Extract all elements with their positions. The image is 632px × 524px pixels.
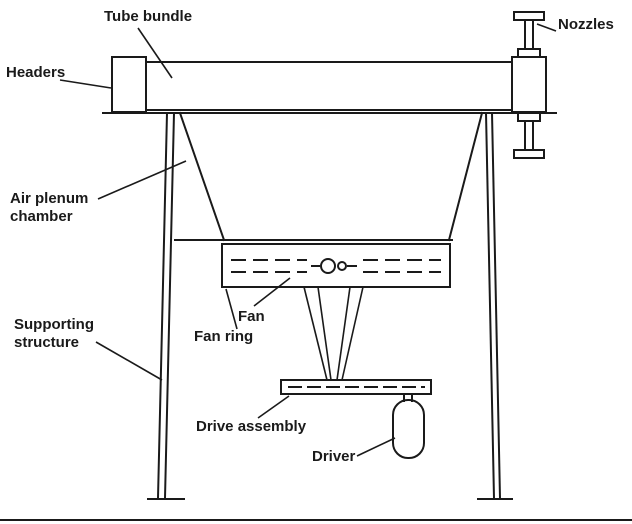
leader-lines	[59, 23, 557, 457]
leader-fan-ring	[225, 288, 238, 330]
left-leg-shape	[147, 111, 185, 500]
tube-bundle-shape	[145, 61, 513, 111]
leader-supporting-structure	[95, 341, 163, 381]
leader-tube-bundle	[137, 27, 173, 79]
fan-blades-shape	[231, 259, 441, 273]
fan-ring-shape	[221, 243, 451, 288]
label-air-plenum-chamber: Air plenum chamber	[10, 190, 89, 225]
leader-headers	[59, 79, 112, 89]
air-plenum-shape	[174, 111, 484, 242]
leader-driver	[356, 437, 396, 457]
drive-support-shape	[303, 286, 364, 381]
label-nozzles: Nozzles	[558, 16, 614, 33]
leader-air-plenum	[97, 160, 187, 200]
label-supporting-structure: Supporting structure	[14, 316, 94, 351]
label-fan: Fan	[238, 308, 265, 325]
right-header-shape	[511, 56, 547, 113]
leader-nozzles	[536, 23, 557, 32]
bottom-nozzle-shape	[513, 112, 545, 159]
label-headers: Headers	[6, 64, 66, 81]
top-nozzle-shape	[513, 11, 545, 58]
fan-hub-shape	[311, 258, 357, 274]
right-leg-shape	[477, 111, 513, 500]
drive-assembly-shape	[280, 379, 432, 395]
label-drive-assembly: Drive assembly	[196, 418, 307, 435]
leader-fan	[253, 277, 291, 307]
leader-drive-assembly	[257, 395, 290, 419]
label-fan-ring: Fan ring	[194, 328, 254, 345]
label-tube-bundle: Tube bundle	[104, 8, 193, 25]
driver-shape	[392, 393, 425, 459]
left-header-shape	[111, 56, 147, 113]
label-driver: Driver	[312, 448, 356, 465]
